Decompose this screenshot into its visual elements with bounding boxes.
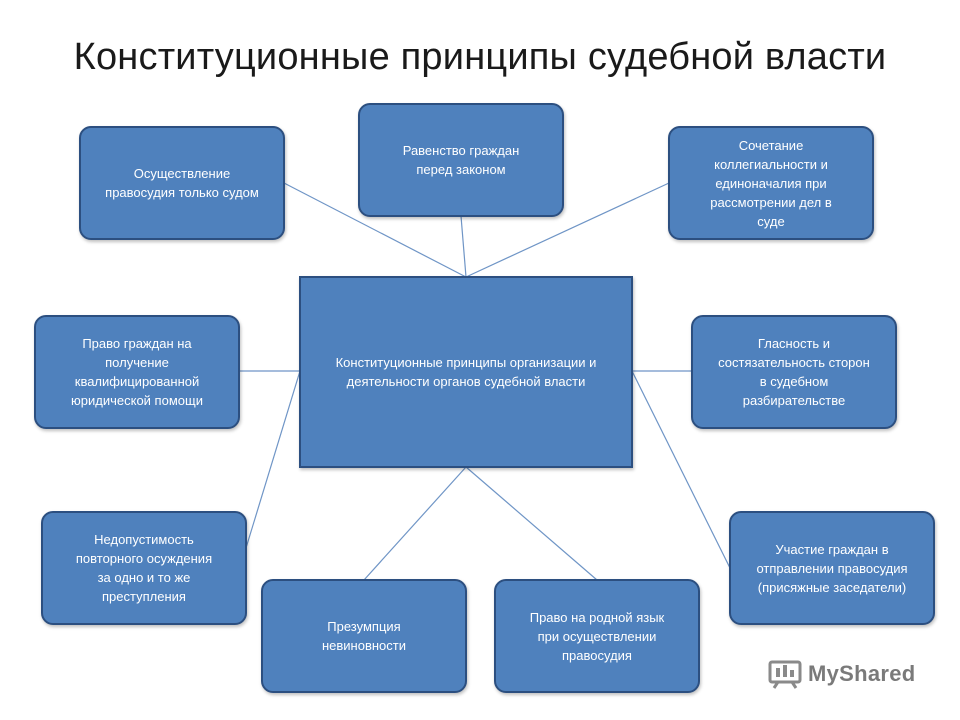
node-bottom-center-right: Право на родной язык при осуществлении п… [494,579,700,693]
connector-top-middle [460,215,467,278]
connector-bottom-left [245,370,301,549]
watermark-text: MyShared [808,661,916,686]
node-top-right: Сочетание коллегиальности и единоначалия… [668,126,874,240]
node-top-right-label: Сочетание коллегиальности и единоначалия… [710,137,832,229]
node-mid-left-label: Право граждан на получение квалифицирова… [71,336,203,408]
watermark-logo: MyShared [768,658,916,690]
presentation-board-icon [768,660,802,689]
node-top-middle-label: Равенство граждан перед законом [402,143,520,177]
node-bottom-center-left-label: Презумпция невиновности [321,619,407,653]
node-mid-left: Право граждан на получение квалифицирова… [34,315,240,429]
node-top-left-label: Осуществление правосудия только судом [105,166,259,200]
connector-bottom-center-left [363,466,467,581]
node-mid-right-label: Гласность и состязательность сторон в су… [718,336,870,408]
node-bottom-center-right-label: Право на родной язык при осуществлении п… [529,609,665,663]
center-node: Конституционные принципы организации и д… [299,276,633,468]
connector-bottom-center-right [465,466,598,581]
node-top-left: Осуществление правосудия только судом [79,126,285,240]
node-bottom-left-label: Недопустимость повторного осуждения за о… [75,532,213,604]
page-title: Конституционные принципы судебной власти [73,36,887,78]
connector-top-right [465,182,670,278]
node-bottom-right: Участие граждан в отправлении правосудия… [729,511,935,625]
node-bottom-right-label: Участие граждан в отправлении правосудия… [756,541,908,595]
connector-top-left [283,182,467,278]
connector-bottom-right [631,370,731,569]
node-bottom-center-left: Презумпция невиновности [261,579,467,693]
node-mid-right: Гласность и состязательность сторон в су… [691,315,897,429]
node-top-middle: Равенство граждан перед законом [358,103,564,217]
node-bottom-left: Недопустимость повторного осуждения за о… [41,511,247,625]
center-node-label: Конституционные принципы организации и д… [335,355,597,389]
